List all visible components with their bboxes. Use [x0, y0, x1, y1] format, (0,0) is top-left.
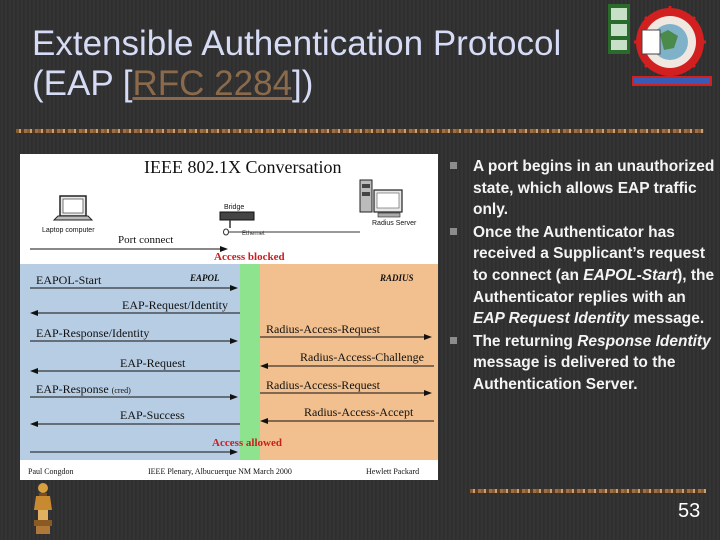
- figure-footer-right: Hewlett Packard: [366, 467, 419, 476]
- title-line-2: (EAP [RFC 2284]): [32, 64, 612, 104]
- rfc-link[interactable]: RFC 2284: [132, 64, 293, 103]
- title-line-1: Extensible Authentication Protocol: [32, 24, 562, 63]
- msg-eap-success: EAP-Success: [120, 408, 185, 422]
- msg-radius-access-request-1: Radius-Access-Request: [266, 322, 381, 336]
- title-prefix: (EAP [: [32, 64, 133, 103]
- slide-title: Extensible Authentication Protocol (EAP …: [32, 24, 612, 104]
- laptop-label: Laptop computer: [42, 227, 95, 234]
- bridge-icon: [219, 211, 255, 228]
- conversation-figure: IEEE 802.1X Conversation Laptop computer…: [20, 154, 438, 480]
- radius-server-label: Radius Server: [372, 220, 417, 227]
- eapol-header: EAPOL: [189, 273, 220, 283]
- conversation-diagram: IEEE 802.1X Conversation Laptop computer…: [20, 157, 438, 480]
- square-bullet-icon: [450, 162, 457, 169]
- radius-header: RADIUS: [379, 273, 414, 283]
- radius-zone: [260, 264, 438, 460]
- msg-eap-response: EAP-Response (cred): [36, 382, 131, 396]
- bullet-item: Once the Authenticator has received a Su…: [448, 222, 716, 330]
- square-bullet-icon: [450, 227, 457, 235]
- title-suffix: ]): [292, 64, 314, 103]
- radius-server-icon: [359, 179, 403, 218]
- green-bar: [240, 264, 260, 460]
- access-blocked-label: Access blocked: [214, 251, 285, 263]
- msg-eap-request: EAP-Request: [120, 356, 186, 370]
- ethernet-label: Ethernet: [242, 231, 265, 237]
- msg-eapol-start: EAPOL-Start: [36, 273, 102, 287]
- figure-footer-center: IEEE Plenary, Albucuerque NM March 2000: [148, 467, 292, 476]
- bullet-item: The returning Response Identity message …: [448, 331, 716, 396]
- msg-eap-response-identity: EAP-Response/Identity: [36, 326, 149, 340]
- msg-radius-access-challenge: Radius-Access-Challenge: [300, 350, 424, 364]
- figure-heading: IEEE 802.1X Conversation: [144, 157, 341, 177]
- page-number: 53: [678, 500, 701, 522]
- figurine-icon: [34, 483, 52, 534]
- port-connect-label: Port connect: [118, 234, 173, 246]
- university-seal-icon: [608, 4, 712, 86]
- access-allowed-label: Access allowed: [212, 437, 282, 449]
- msg-eap-request-identity: EAP-Request/Identity: [122, 298, 228, 312]
- eapol-zone: [20, 264, 240, 460]
- laptop-icon: [52, 195, 94, 221]
- bottom-divider: [470, 489, 706, 493]
- square-bullet-icon: [450, 336, 457, 344]
- top-divider: [16, 129, 704, 133]
- bullet-item: A port begins in an unauthorized state, …: [448, 156, 716, 221]
- bullet-list: A port begins in an unauthorized state, …: [448, 156, 716, 396]
- msg-radius-access-accept: Radius-Access-Accept: [304, 405, 414, 419]
- msg-radius-access-request-2: Radius-Access-Request: [266, 378, 381, 392]
- figure-footer-left: Paul Congdon: [28, 467, 74, 476]
- bridge-label: Bridge: [224, 204, 244, 211]
